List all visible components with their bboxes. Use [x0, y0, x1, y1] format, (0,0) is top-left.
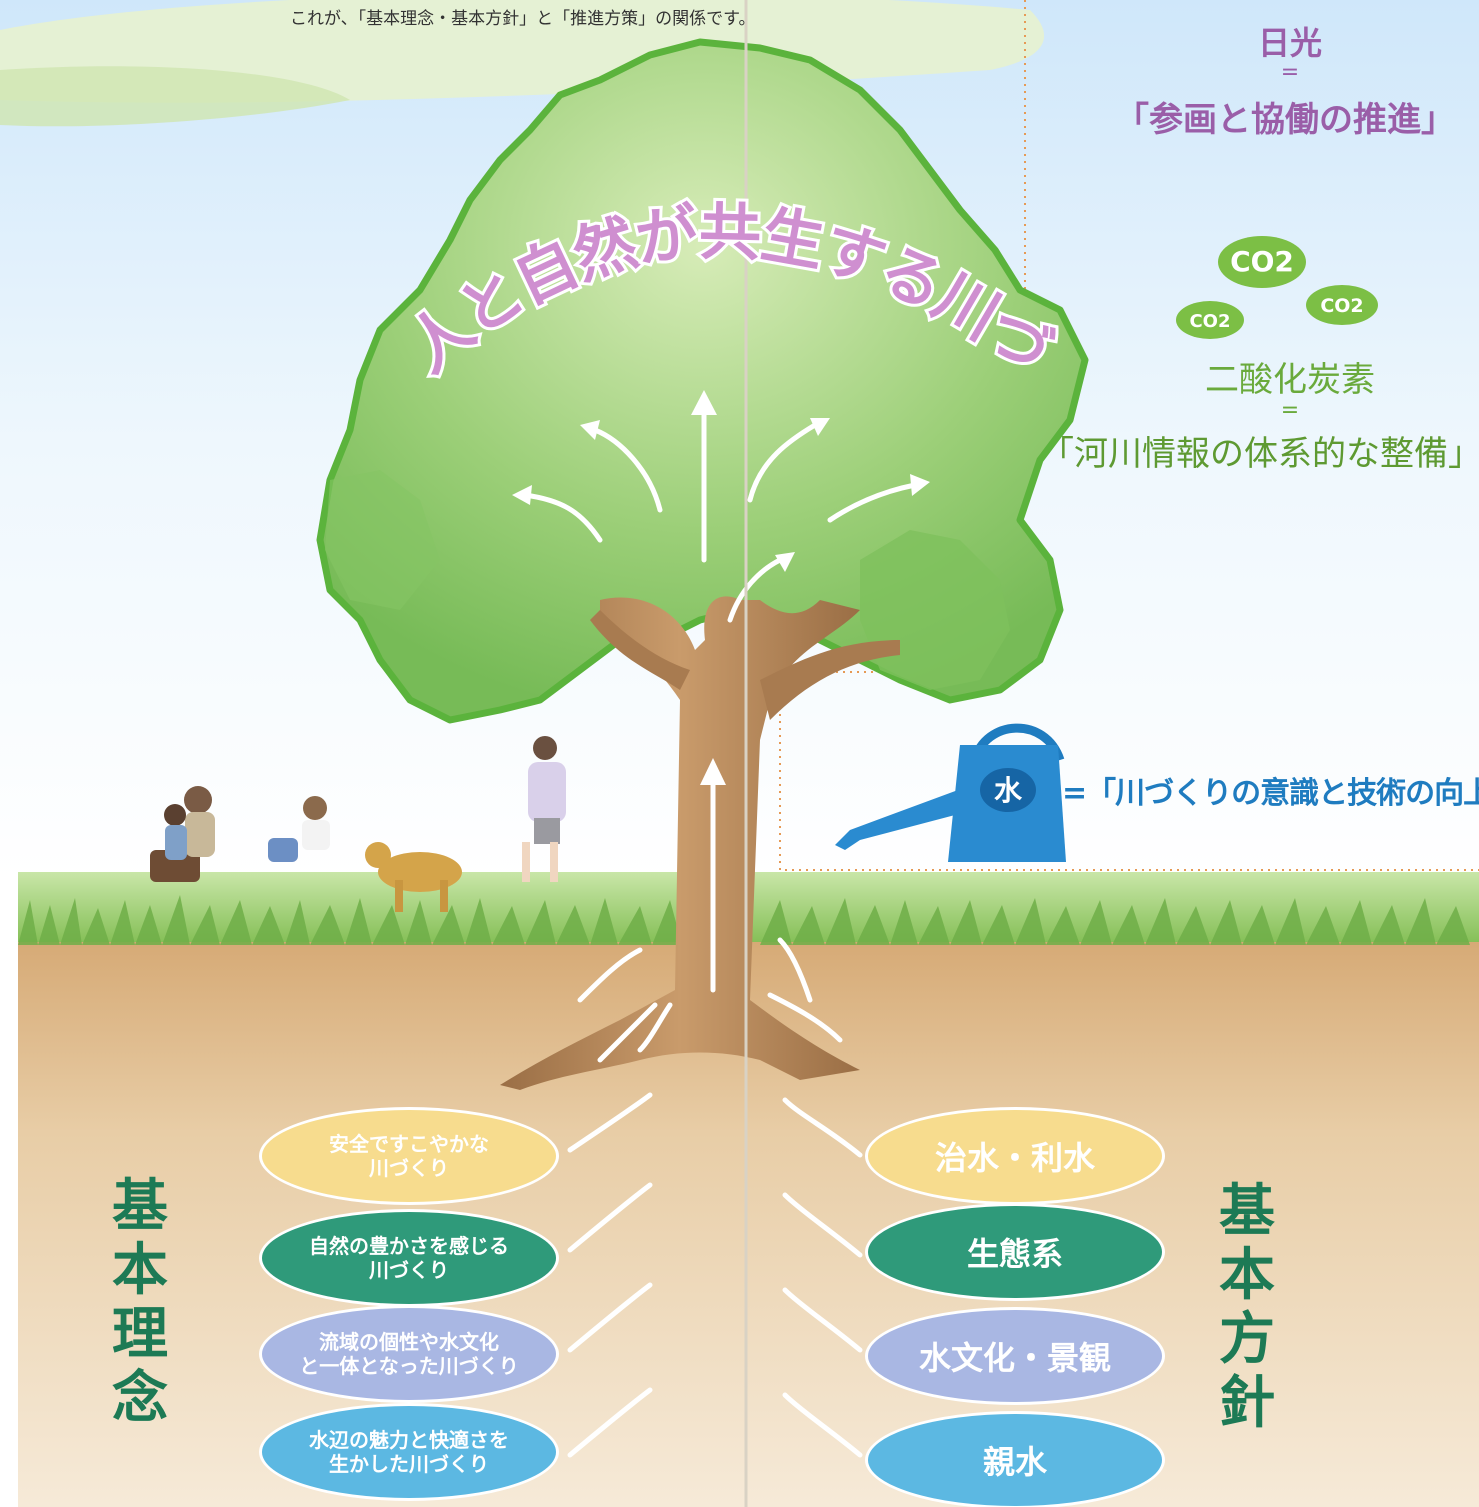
tree-title: 人と自然が共生する川づくり — [0, 0, 1069, 390]
dog — [365, 842, 462, 912]
water-can-label: 水 — [994, 774, 1023, 807]
policy-item-ecosystem: 生態系 — [868, 1206, 1162, 1298]
philosophy-item-nature: 自然の豊かさを感じる 川づくり — [262, 1212, 556, 1304]
intro-text: これが、「基本理念・基本方針」と「推進方策」の関係です。 — [290, 9, 756, 29]
policy-item-water-culture-landscape: 水文化・景観 — [868, 1310, 1162, 1402]
co2-policy: 「河川情報の体系的な整備」 — [1040, 434, 1479, 474]
philosophy-item-culture: 流域の個性や水文化 と一体となった川づくり — [262, 1308, 556, 1400]
watering-can-icon — [835, 723, 1066, 862]
sunlight-equals: = — [1280, 60, 1300, 85]
svg-text:人と自然が共生する川づくり: 人と自然が共生する川づくり — [0, 0, 1064, 387]
co2-bubble-right: CO2 — [1320, 295, 1363, 317]
philosophy-title: 基本理念 — [112, 1174, 168, 1431]
flow-arrows — [522, 407, 918, 1458]
sunlight-label: 日光 — [1257, 24, 1322, 62]
sunlight-policy: 「参画と協働の推進」 — [1115, 100, 1455, 140]
family-figures — [150, 786, 330, 882]
policy-item-water-contact: 親水 — [868, 1414, 1162, 1506]
co2-bubbles — [1176, 236, 1378, 339]
water-policy: =「川づくりの意識と技術の向上」 — [1062, 776, 1479, 811]
co2-equals: = — [1280, 398, 1300, 423]
co2-label: 二酸化炭素 — [1205, 360, 1375, 400]
co2-bubble-large: CO2 — [1230, 245, 1294, 278]
philosophy-item-safety: 安全ですこやかな 川づくり — [262, 1110, 556, 1202]
walking-woman — [522, 736, 566, 882]
co2-bubble-left: CO2 — [1189, 311, 1230, 332]
philosophy-item-waterside: 水辺の魅力と快適さを 生かした川づくり — [262, 1406, 556, 1498]
policy-title: 基本方針 — [1219, 1179, 1275, 1436]
policy-item-flood-water-use: 治水・利水 — [868, 1110, 1162, 1202]
tree-trunk — [500, 596, 900, 1090]
